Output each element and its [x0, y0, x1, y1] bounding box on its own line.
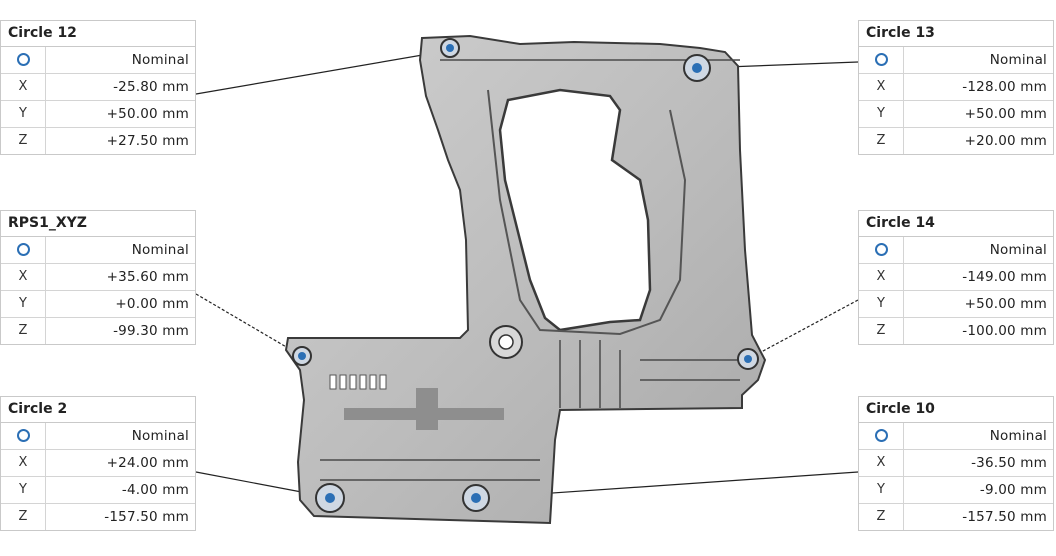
- axis-label: Z: [859, 504, 904, 530]
- axis-label: Y: [1, 101, 46, 127]
- axis-value: -157.50 mm: [104, 509, 189, 525]
- axis-value: -4.00 mm: [121, 482, 189, 498]
- panel-header-row: Nominal: [1, 423, 195, 450]
- axis-value: +20.00 mm: [964, 133, 1047, 149]
- circle-feature-icon: [874, 243, 888, 256]
- leader-line-circle-12: [195, 51, 441, 95]
- axis-label: Y: [859, 477, 904, 503]
- nominal-label: Nominal: [131, 242, 189, 258]
- axis-value: +50.00 mm: [106, 106, 189, 122]
- circle-feature-icon: [16, 429, 30, 442]
- axis-value: +50.00 mm: [964, 296, 1047, 312]
- axis-label: X: [1, 264, 46, 290]
- axis-value: +50.00 mm: [964, 106, 1047, 122]
- tool-housing: [284, 34, 767, 525]
- circle-feature-icon: [874, 429, 888, 442]
- ribs: [320, 59, 740, 481]
- panel-row-x: X +24.00 mm: [1, 450, 195, 477]
- axis-value: -157.50 mm: [962, 509, 1047, 525]
- mounting-bosses: [489, 325, 523, 359]
- axis-label: X: [1, 450, 46, 476]
- panel-row-z: Z -99.30 mm: [1, 318, 195, 344]
- nominal-label: Nominal: [989, 242, 1047, 258]
- nominal-label: Nominal: [131, 52, 189, 68]
- leader-line-circle-14: [749, 299, 859, 359]
- panel-header-row: Nominal: [859, 237, 1053, 264]
- axis-label: X: [859, 450, 904, 476]
- axis-value: -36.50 mm: [971, 455, 1047, 471]
- panel-title: RPS1_XYZ: [1, 211, 195, 237]
- axis-value: +24.00 mm: [106, 455, 189, 471]
- vent-slots: [329, 374, 387, 390]
- circle-feature-icon: [874, 53, 888, 66]
- panel-title: Circle 13: [859, 21, 1053, 47]
- axis-value: -99.30 mm: [113, 323, 189, 339]
- axis-value: +35.60 mm: [106, 269, 189, 285]
- panel-row-z: Z -100.00 mm: [859, 318, 1053, 344]
- panel-row-z: Z +27.50 mm: [1, 128, 195, 154]
- inner-rail: [487, 89, 687, 336]
- axis-label: Y: [859, 291, 904, 317]
- axis-label: Z: [1, 128, 46, 154]
- circle-feature-icon: [16, 53, 30, 66]
- panel-row-z: Z -157.50 mm: [1, 504, 195, 530]
- panel-row-z: Z -157.50 mm: [859, 504, 1053, 530]
- panel-header-row: Nominal: [1, 237, 195, 264]
- panel-title: Circle 14: [859, 211, 1053, 237]
- panel-title: Circle 12: [1, 21, 195, 47]
- axis-value: -149.00 mm: [962, 269, 1047, 285]
- axis-value: +0.00 mm: [115, 296, 189, 312]
- panel-row-y: Y +0.00 mm: [1, 291, 195, 318]
- panel-row-y: Y +50.00 mm: [1, 101, 195, 128]
- axis-label: X: [1, 74, 46, 100]
- nominal-label: Nominal: [989, 52, 1047, 68]
- axis-value: +27.50 mm: [106, 133, 189, 149]
- panel-row-x: X -25.80 mm: [1, 74, 195, 101]
- circle-feature-icon: [16, 243, 30, 256]
- panel-row-z: Z +20.00 mm: [859, 128, 1053, 154]
- axis-label: X: [859, 74, 904, 100]
- panel-header-row: Nominal: [1, 47, 195, 74]
- housing-outline: [284, 34, 767, 525]
- axis-value: -25.80 mm: [113, 79, 189, 95]
- axis-label: Y: [1, 291, 46, 317]
- panel-row-y: Y -9.00 mm: [859, 477, 1053, 504]
- axis-value: -128.00 mm: [962, 79, 1047, 95]
- panel-row-y: Y +50.00 mm: [859, 291, 1053, 318]
- leader-line-rps1: [195, 293, 301, 356]
- panel-header-row: Nominal: [859, 47, 1053, 74]
- panel-row-x: X -36.50 mm: [859, 450, 1053, 477]
- panel-row-x: X -149.00 mm: [859, 264, 1053, 291]
- panel-title: Circle 2: [1, 397, 195, 423]
- nominal-label: Nominal: [131, 428, 189, 444]
- slot-stem: [416, 388, 438, 430]
- panel-title: Circle 10: [859, 397, 1053, 423]
- axis-label: Z: [859, 318, 904, 344]
- panel-header-row: Nominal: [859, 423, 1053, 450]
- handle-opening: [498, 88, 652, 332]
- reference-points: [292, 38, 759, 513]
- nominal-label: Nominal: [989, 428, 1047, 444]
- axis-label: Y: [859, 101, 904, 127]
- axis-label: X: [859, 264, 904, 290]
- panel-row-x: X -128.00 mm: [859, 74, 1053, 101]
- panel-row-y: Y -4.00 mm: [1, 477, 195, 504]
- axis-value: -100.00 mm: [962, 323, 1047, 339]
- axis-label: Z: [859, 128, 904, 154]
- axis-label: Y: [1, 477, 46, 503]
- panel-row-x: X +35.60 mm: [1, 264, 195, 291]
- axis-label: Z: [1, 504, 46, 530]
- axis-value: -9.00 mm: [979, 482, 1047, 498]
- axis-label: Z: [1, 318, 46, 344]
- panel-row-y: Y +50.00 mm: [859, 101, 1053, 128]
